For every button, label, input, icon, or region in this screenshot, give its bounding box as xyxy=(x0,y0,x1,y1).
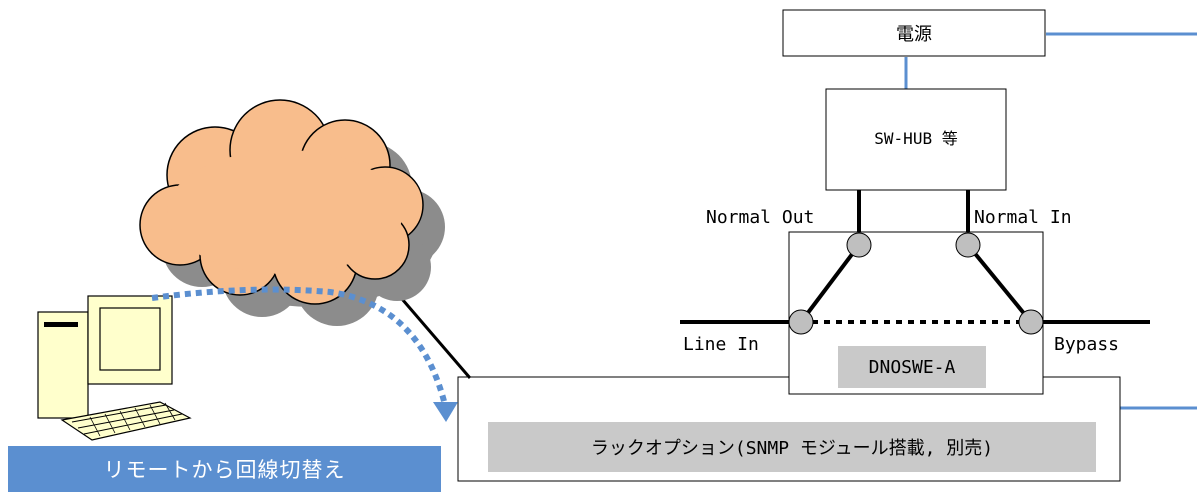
device-name-label: DNOSWE-A xyxy=(838,346,986,388)
port-icon-line-in xyxy=(788,309,814,335)
sw-hub-label: SW-HUB 等 xyxy=(874,129,957,148)
remote-switch-banner: リモートから回線切替え xyxy=(8,446,441,492)
line-in-label: Line In xyxy=(683,334,759,355)
rack-option-label: ラックオプション(SNMP モジュール搭載, 別売) xyxy=(488,422,1096,472)
remote-control-arrow xyxy=(151,286,448,406)
switch-diagonal-right xyxy=(966,243,1033,324)
arrow-head xyxy=(433,402,458,422)
remote-switch-text: リモートから回線切替え xyxy=(103,458,346,482)
bypass-label: Bypass xyxy=(1054,334,1119,355)
port-icon-normal-in xyxy=(955,232,981,258)
port-icon-normal-out xyxy=(846,232,872,258)
port-icon-bypass xyxy=(1018,309,1044,335)
normal-out-label: Normal Out xyxy=(706,207,814,228)
switch-diagonal-left xyxy=(799,243,861,324)
power-box xyxy=(782,9,1046,57)
cloud-to-rack-line xyxy=(388,284,472,379)
device-name-text: DNOSWE-A xyxy=(868,356,956,378)
computer-icon xyxy=(37,295,192,441)
rack-option-text: ラックオプション(SNMP モジュール搭載, 別売) xyxy=(590,438,994,459)
cloud-body xyxy=(167,150,403,274)
power-label: 電源 xyxy=(896,24,932,45)
sw-hub-box xyxy=(825,88,1007,191)
normal-in-label: Normal In xyxy=(974,207,1072,228)
